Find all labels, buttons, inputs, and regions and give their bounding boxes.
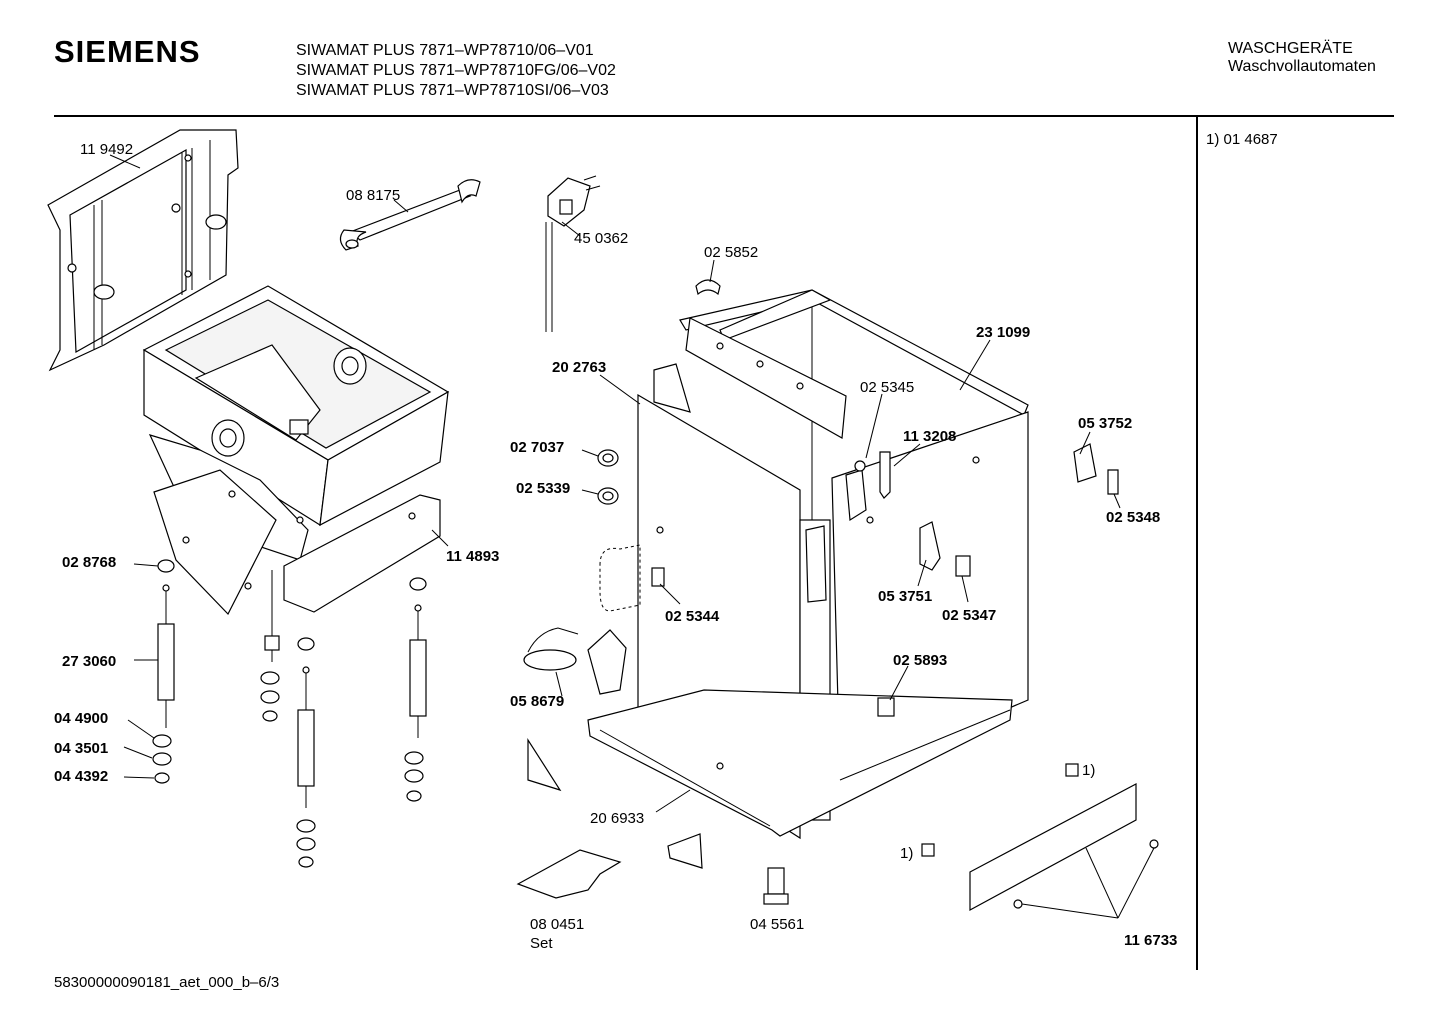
- label-04-5561: 04 5561: [750, 916, 804, 933]
- tub-cradle-part: [148, 434, 441, 616]
- label-02-8768: 02 8768: [62, 554, 116, 571]
- header-divider: [54, 115, 1394, 117]
- model-list: SIWAMAT PLUS 7871–WP78710/06–V01 SIWAMAT…: [296, 41, 616, 101]
- category-subtitle: Waschvollautomaten: [1228, 58, 1376, 75]
- mounting-frame-part: [47, 129, 239, 372]
- label-11-9492: 11 9492: [80, 141, 133, 158]
- label-02-5893: 02 5893: [893, 652, 947, 669]
- label-45-0362: 45 0362: [574, 230, 628, 247]
- label-08-0451: 08 0451: [530, 916, 584, 933]
- siemens-logo: SIEMENS: [54, 34, 201, 69]
- part-labels: 11 9492 08 8175 45 0362 02 5852 23 1099 …: [54, 141, 1177, 952]
- label-02-5339: 02 5339: [516, 480, 570, 497]
- model-line-2: SIWAMAT PLUS 7871–WP78710FG/06–V02: [296, 62, 616, 79]
- label-05-3752: 05 3752: [1078, 415, 1132, 432]
- side-divider: [1196, 117, 1198, 970]
- label-02-7037: 02 7037: [510, 439, 564, 456]
- label-23-1099: 23 1099: [976, 324, 1030, 341]
- mains-plug-part: [545, 175, 601, 332]
- footnote: 1) 01 4687: [1206, 131, 1278, 148]
- label-02-5852: 02 5852: [704, 244, 758, 261]
- label-note-1-upper: 1): [1082, 762, 1095, 779]
- tub-housing-part: [142, 285, 450, 527]
- label-08-0451-set: Set: [530, 935, 553, 952]
- leader-lines: [109, 154, 1155, 919]
- small-fittings-parts: [516, 443, 1159, 912]
- label-02-5348: 02 5348: [1106, 509, 1160, 526]
- label-02-5347: 02 5347: [942, 607, 996, 624]
- label-20-2763: 20 2763: [552, 359, 606, 376]
- model-line-3: SIWAMAT PLUS 7871–WP78710SI/06–V03: [296, 82, 609, 99]
- label-08-8175: 08 8175: [346, 187, 400, 204]
- document-code: 58300000090181_aet_000_b–6/3: [54, 974, 280, 991]
- model-line-1: SIWAMAT PLUS 7871–WP78710/06–V01: [296, 42, 594, 59]
- wrench-part: [339, 179, 481, 251]
- label-11-6733: 11 6733: [1124, 932, 1177, 949]
- shock-absorber-parts: [152, 559, 427, 868]
- cabinet-body-part: [587, 289, 1029, 840]
- clamp-part: [695, 279, 721, 296]
- label-11-4893: 11 4893: [446, 548, 499, 565]
- label-04-4392: 04 4392: [54, 768, 108, 785]
- label-note-1-lower: 1): [900, 845, 913, 862]
- category-block: WASCHGERÄTE Waschvollautomaten: [1228, 40, 1376, 76]
- label-05-8679: 05 8679: [510, 693, 564, 710]
- label-27-3060: 27 3060: [62, 653, 116, 670]
- label-05-3751: 05 3751: [878, 588, 932, 605]
- label-20-6933: 20 6933: [590, 810, 644, 827]
- label-11-3208: 11 3208: [903, 428, 956, 445]
- label-02-5344: 02 5344: [665, 608, 720, 625]
- category-title: WASCHGERÄTE: [1228, 40, 1353, 57]
- label-04-3501: 04 3501: [54, 740, 108, 757]
- label-04-4900: 04 4900: [54, 710, 108, 727]
- label-02-5345: 02 5345: [860, 379, 914, 396]
